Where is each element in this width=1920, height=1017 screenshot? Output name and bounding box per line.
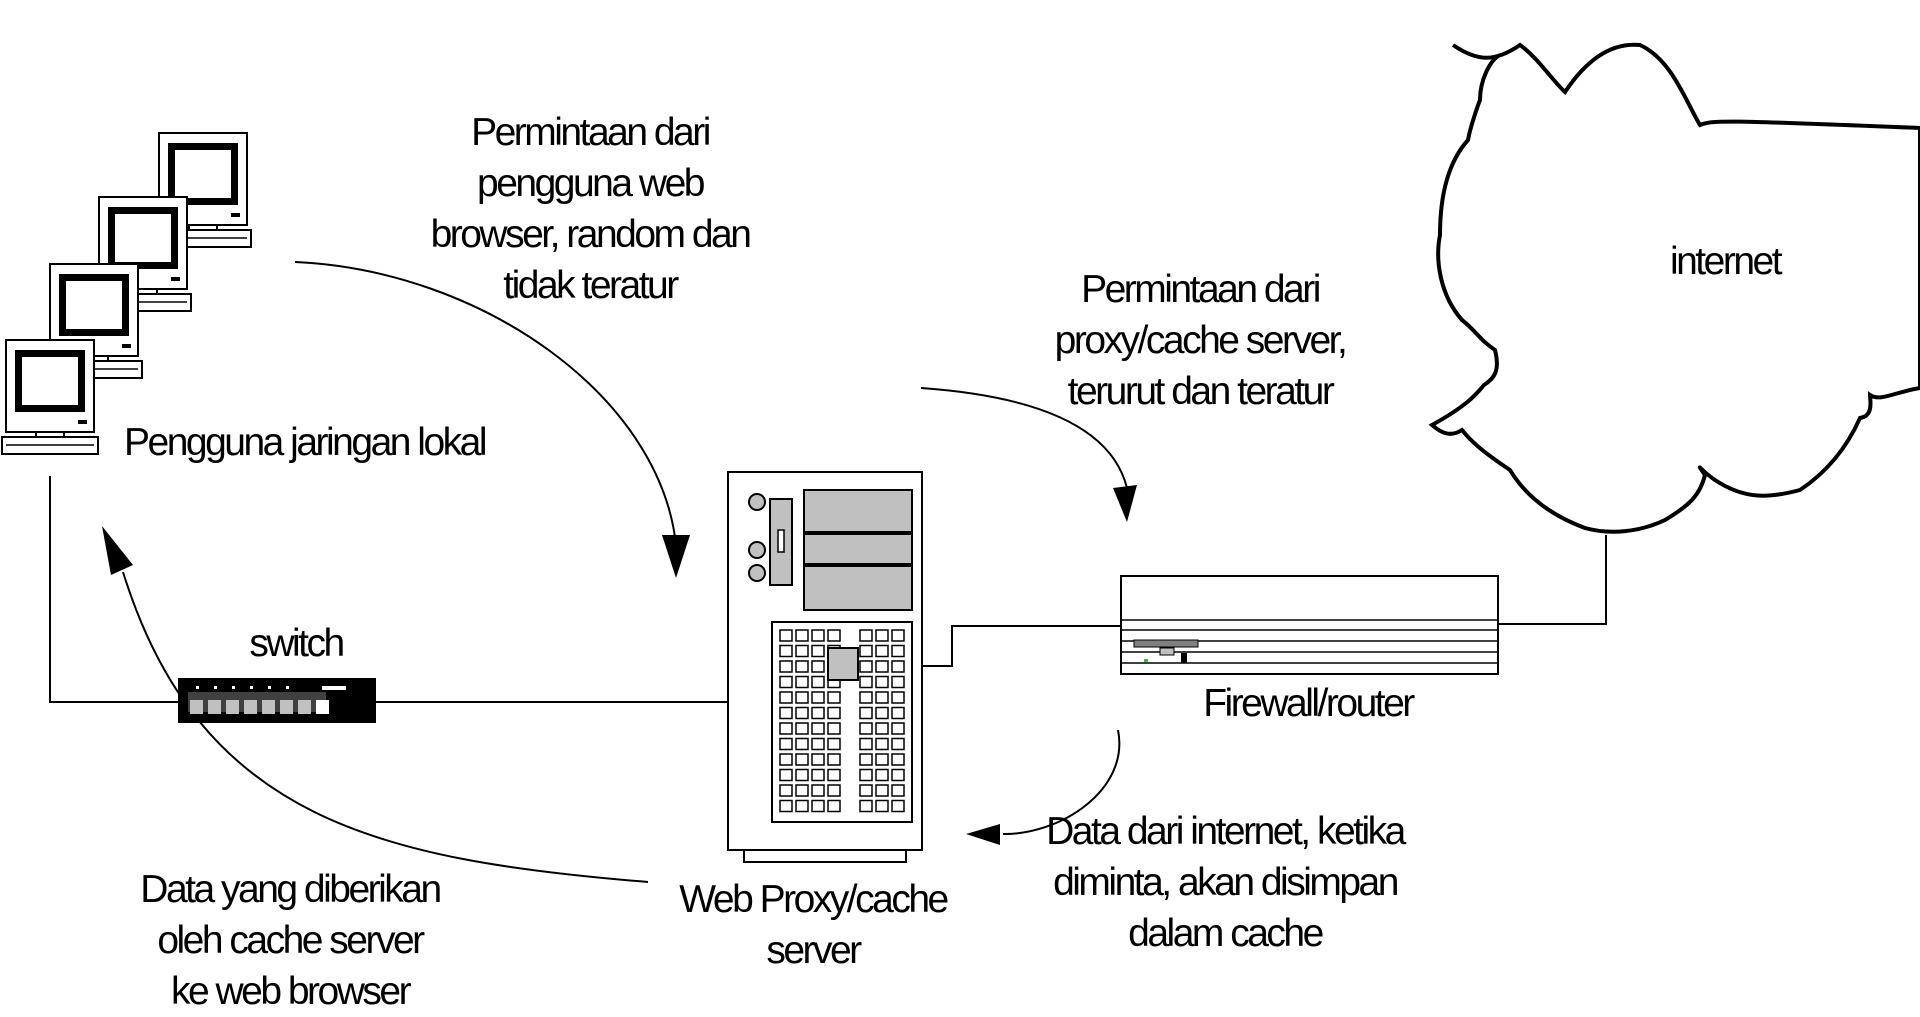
label-line: terurut dan teratur: [1067, 370, 1335, 413]
arrow-data-internet: [1002, 729, 1121, 836]
label-line: oleh cache server: [157, 919, 425, 962]
label-line: browser, random dan: [430, 213, 752, 256]
label-line: Web Proxy/cache: [679, 878, 949, 921]
label-line: Data yang diberikan: [140, 868, 442, 911]
cloud-icon: [1428, 42, 1920, 534]
label-line: ke web browser: [170, 970, 412, 1013]
label-data-internet: Data dari internet, ketika diminta, akan…: [1040, 806, 1410, 959]
label-internet: internet: [1669, 240, 1783, 283]
cable-users-switch: [49, 476, 183, 703]
label-switch: switch: [249, 622, 345, 665]
flow-arrows: [102, 261, 1137, 883]
label-line: Permintaan dari: [471, 111, 711, 154]
label-line: Permintaan dari: [1081, 268, 1321, 311]
cables: [49, 476, 1607, 703]
switch-icon: [178, 678, 376, 723]
label-line: diminta, akan disimpan: [1053, 861, 1399, 904]
label-firewall: Firewall/router: [1203, 682, 1415, 725]
label-local-users: Pengguna jaringan lokal: [124, 421, 488, 464]
arrow-request-proxy: [920, 387, 1128, 489]
label-line: proxy/cache server,: [1054, 319, 1348, 362]
label-line: tidak teratur: [503, 264, 679, 307]
arrow-request-users: [294, 261, 677, 546]
label-line: server: [766, 929, 862, 972]
arrow-data-cache: [122, 571, 649, 883]
router-icon: [1120, 575, 1499, 675]
label-request-users: Permintaan dari pengguna web browser, ra…: [420, 107, 760, 311]
label-request-proxy: Permintaan dari proxy/cache server, teru…: [1030, 264, 1370, 417]
label-line: Data dari internet, ketika: [1046, 810, 1406, 853]
label-line: pengguna web: [477, 162, 705, 205]
label-line: dalam cache: [1128, 912, 1324, 955]
label-proxy-server: Web Proxy/cache server: [668, 874, 958, 976]
cable-server-router: [922, 625, 1121, 667]
cable-router-internet: [1498, 535, 1607, 625]
workstation-icon: [1, 132, 252, 455]
label-data-cache: Data yang diberikan oleh cache server ke…: [120, 864, 460, 1017]
server-icon: [727, 471, 923, 863]
